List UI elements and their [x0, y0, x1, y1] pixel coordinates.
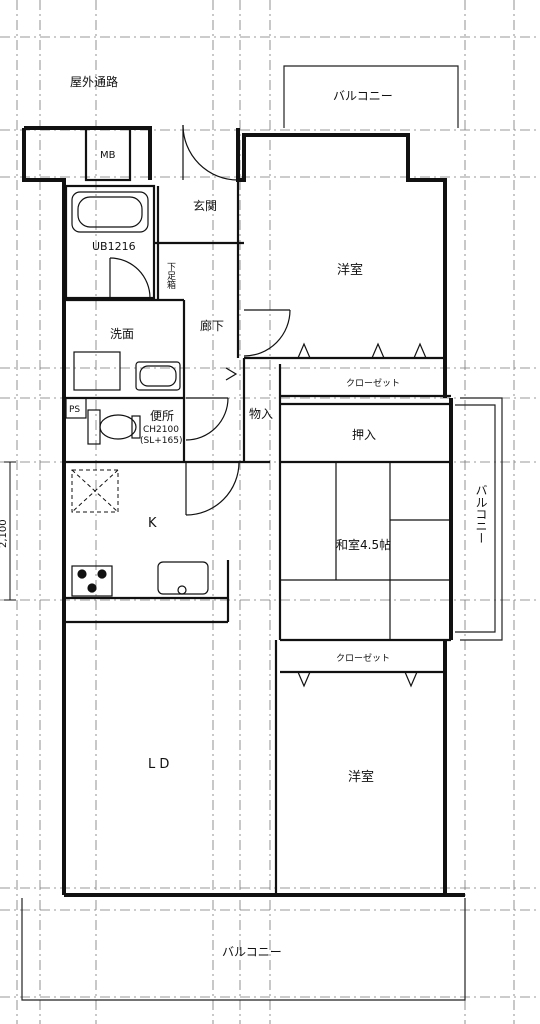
- label-japanese-room: 和室4.5帖: [336, 537, 391, 552]
- kitchen-sink-icon: [157, 561, 209, 595]
- label-ceiling-height: CH2100: [143, 425, 179, 435]
- label-kitchen: K: [148, 516, 157, 531]
- exterior-walls: [22, 126, 465, 897]
- label-hallway: 廊下: [200, 318, 224, 333]
- label-closet-bottom: クローゼット: [336, 652, 390, 664]
- label-oshiire: 押入: [352, 428, 376, 442]
- bathtub-icon: [71, 191, 149, 233]
- label-slab-level: (SL+165): [140, 436, 182, 446]
- label-dimension: 2,100: [0, 519, 9, 548]
- toilet-icon: [87, 409, 141, 445]
- fridge-space: [71, 469, 119, 513]
- label-outdoor-corridor: 屋外通路: [70, 74, 118, 89]
- label-ps: PS: [69, 405, 80, 415]
- stove-icon: [71, 565, 113, 597]
- label-washroom: 洗面: [110, 327, 134, 341]
- label-entrance: 玄関: [193, 198, 217, 213]
- label-western-room-bottom: 洋室: [348, 769, 374, 785]
- balcony-outlines: [21, 65, 503, 1001]
- label-mb: MB: [100, 150, 116, 161]
- label-toilet: 便所: [150, 409, 174, 423]
- dimension-line: [4, 461, 16, 601]
- label-balcony-bottom: バルコニー: [222, 945, 282, 959]
- label-storage: 物入: [249, 407, 273, 421]
- label-balcony-top: バルコニー: [333, 89, 393, 103]
- ps-box: [65, 397, 87, 419]
- label-balcony-right: バルコニー: [474, 484, 488, 544]
- label-unit-bath: UB1216: [92, 240, 136, 253]
- label-western-room-top: 洋室: [337, 262, 363, 278]
- sliding-door-markers: [225, 342, 427, 688]
- label-shoe-box: 下足箱: [165, 262, 176, 290]
- label-living-dining: L D: [148, 757, 169, 772]
- doors: [109, 124, 291, 516]
- label-closet-top: クローゼット: [346, 377, 400, 389]
- washbasin-icon: [73, 351, 181, 391]
- tatami-lines: [280, 462, 451, 640]
